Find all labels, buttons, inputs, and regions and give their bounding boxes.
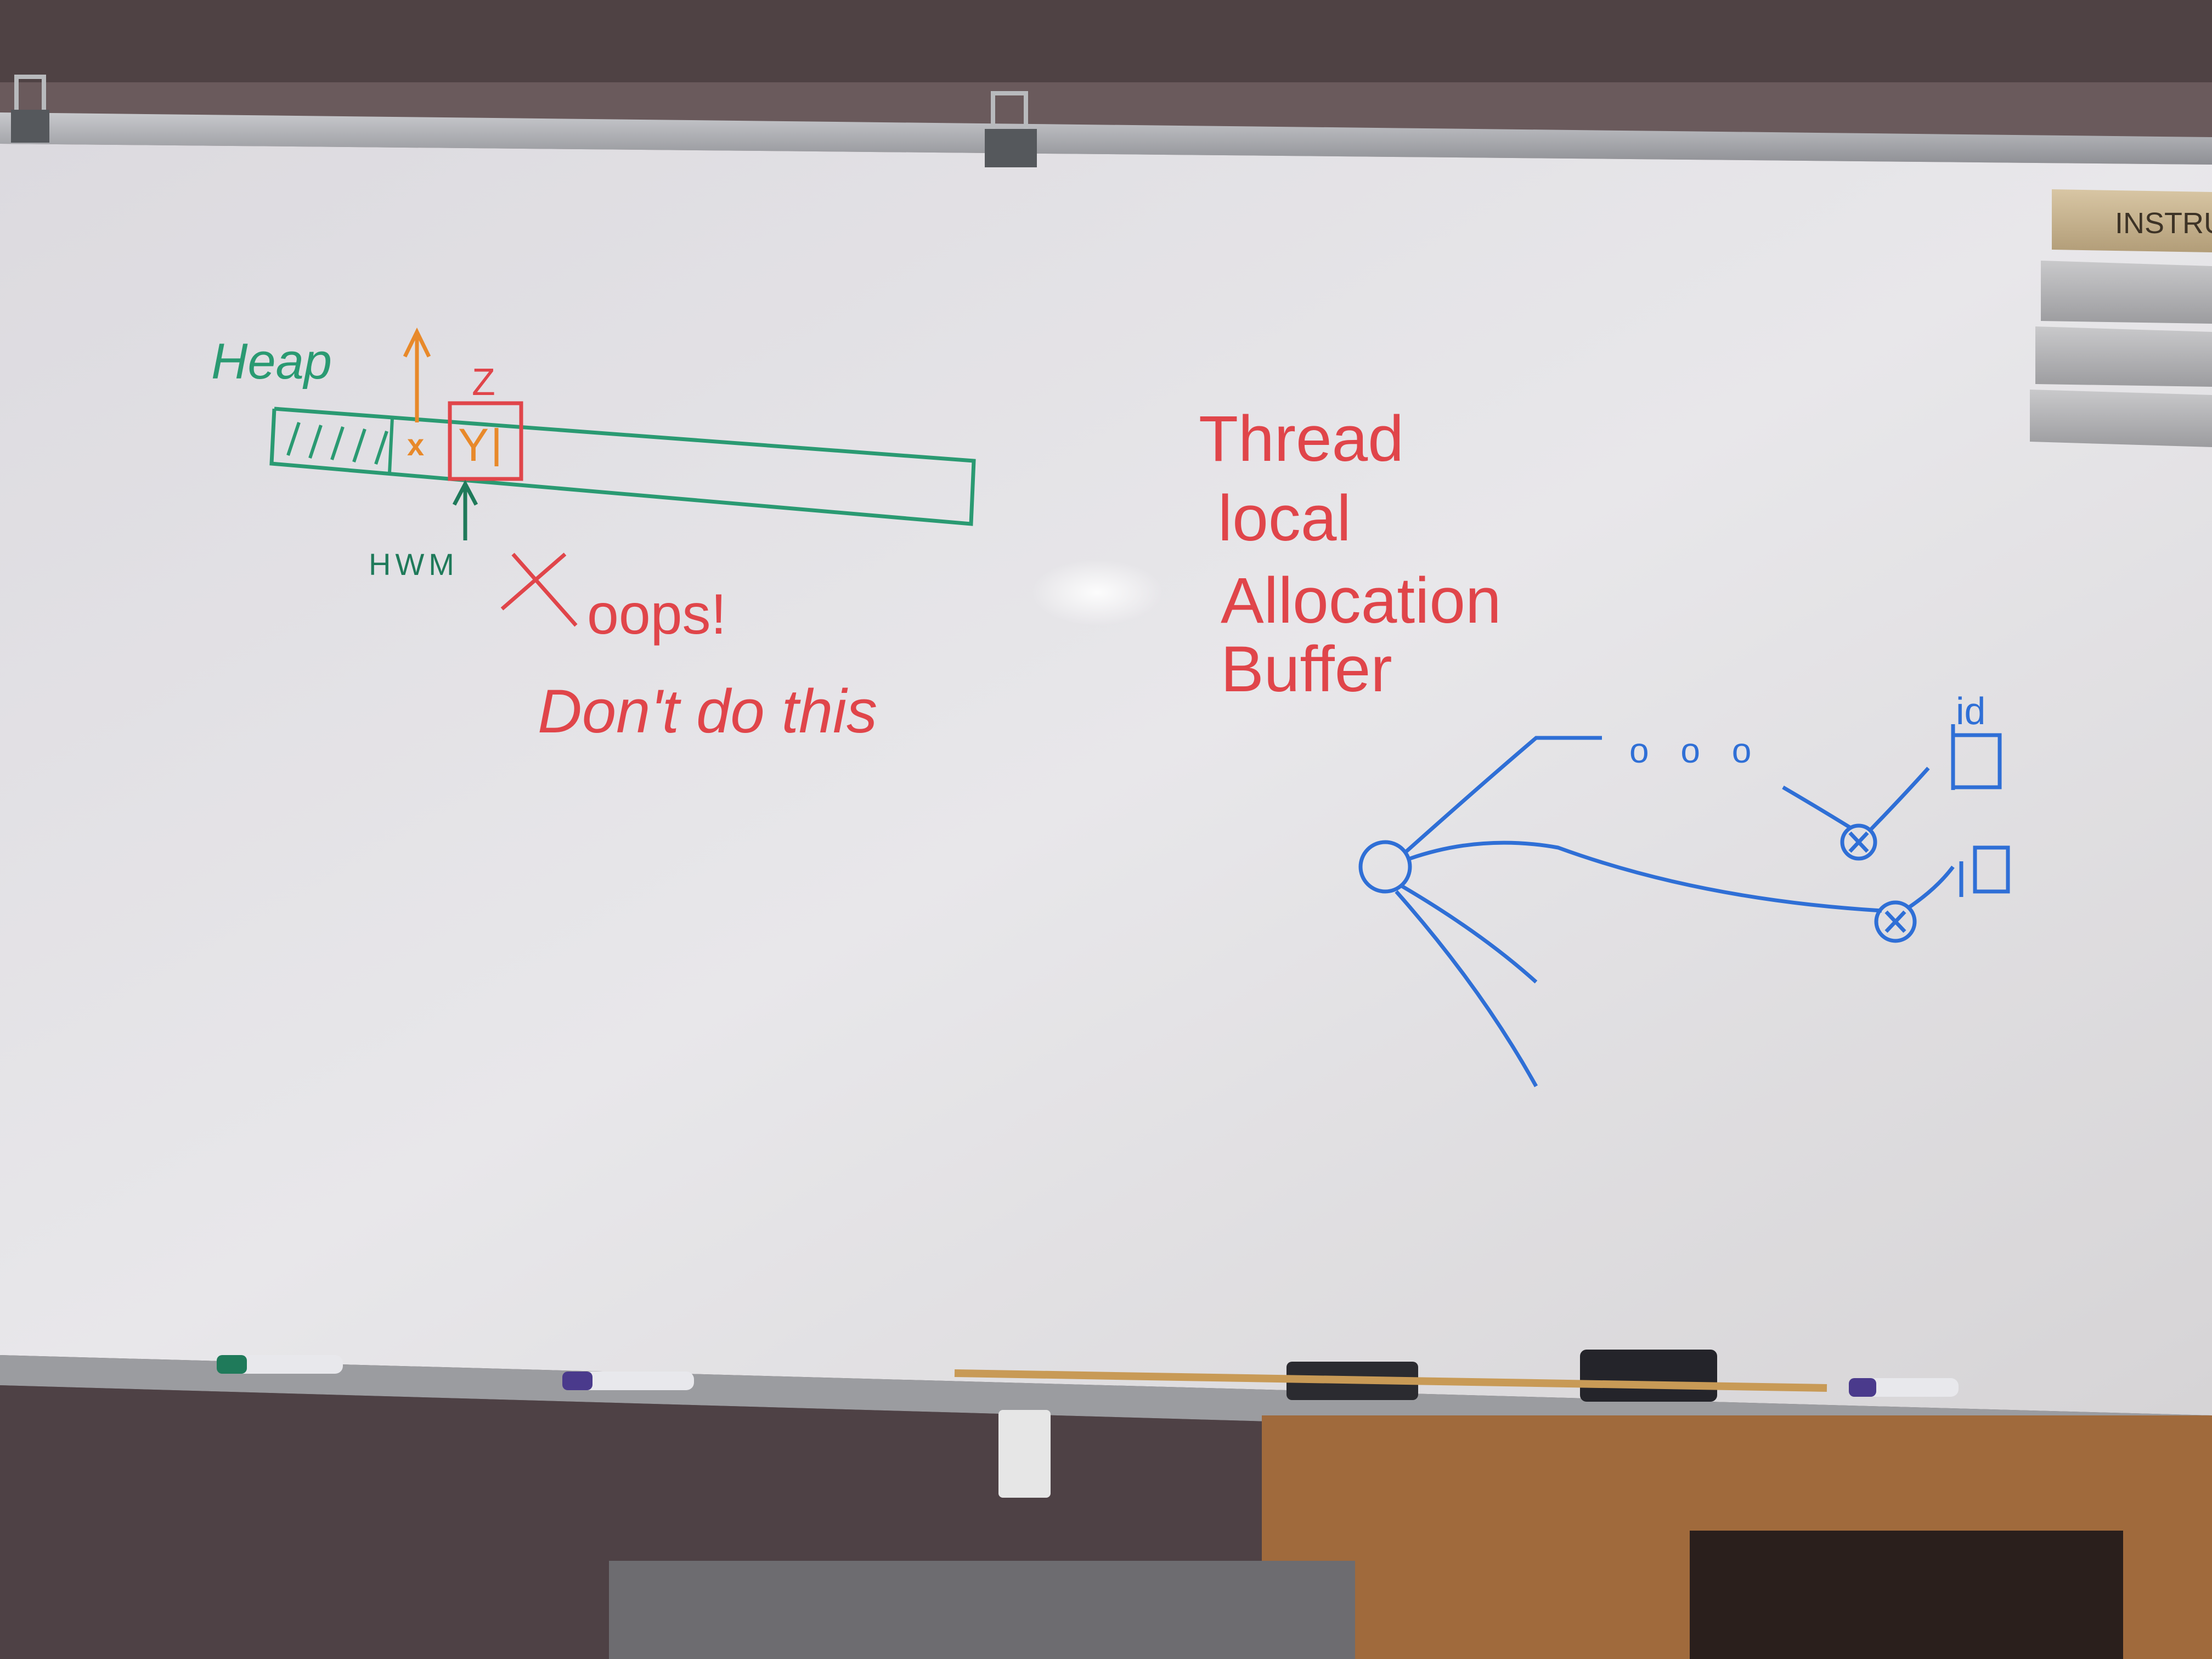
light-glare [1031,560,1163,625]
marker-purple-1 [562,1372,694,1390]
edge-b-to-box [1907,865,1955,910]
node-b-x2 [1884,910,1906,933]
edge-a-to-box [1869,766,1930,831]
marker-teal [217,1355,343,1374]
wall-outlet [998,1410,1051,1498]
wall-sign: INSTRU [2030,189,2212,447]
binder-clip-left [11,75,49,143]
edge-to-node-a [1782,785,1853,830]
whiteboard-surface [0,144,2212,1415]
x-arrow-head [403,328,431,358]
heap-bar [269,407,976,526]
x-label: x [407,427,424,462]
tlab-line-2: local [1218,482,1351,555]
dots-label: o o o [1629,731,1762,770]
edge-lower-1 [1401,884,1538,984]
tlab-line-4: Buffer [1221,633,1392,706]
wall-top [0,0,2212,82]
y-box [448,401,523,481]
tray-items [217,1350,1959,1402]
tlab-text-block: Thread local Allocation Buffer [1199,403,1502,706]
wall-sign-text: INSTRU [2115,207,2212,240]
pointer-stick [954,1369,1827,1392]
binder-clip-center [985,91,1037,167]
node-a-x2 [1848,831,1869,853]
box-b [1973,845,2010,894]
oops-label: oops! [587,583,726,646]
heap-used-hatch [286,422,388,465]
id-label: id [1956,690,1985,732]
y-label: Y [458,419,489,471]
edge-lower-2 [1395,890,1538,1087]
z-label: Z [472,360,495,403]
marker-purple-2 [1849,1378,1959,1397]
blue-graph [1358,724,2010,1087]
edge-middle [1409,840,1882,913]
red-x-stroke-2 [511,552,578,627]
heap-bar-divider [388,417,394,473]
cart [609,1561,1355,1659]
heap-diagram: Heap x Z Y HWM oops! Don't do this [211,328,976,746]
node-a [1840,823,1877,861]
eraser-2 [1580,1350,1717,1402]
node-b [1874,900,1917,943]
edge-top [1403,736,1602,855]
tlab-line-3: Allocation [1221,565,1502,637]
top-rail [0,112,2212,165]
cabinet-shadow [1690,1531,2123,1659]
dont-label: Don't do this [538,677,877,746]
tlab-line-1: Thread [1199,403,1404,475]
root-node [1358,840,1412,894]
red-x-stroke-1 [500,552,567,611]
hwm-arrow-head [452,479,478,506]
heap-label: Heap [211,334,332,390]
hwm-label: HWM [369,547,459,582]
